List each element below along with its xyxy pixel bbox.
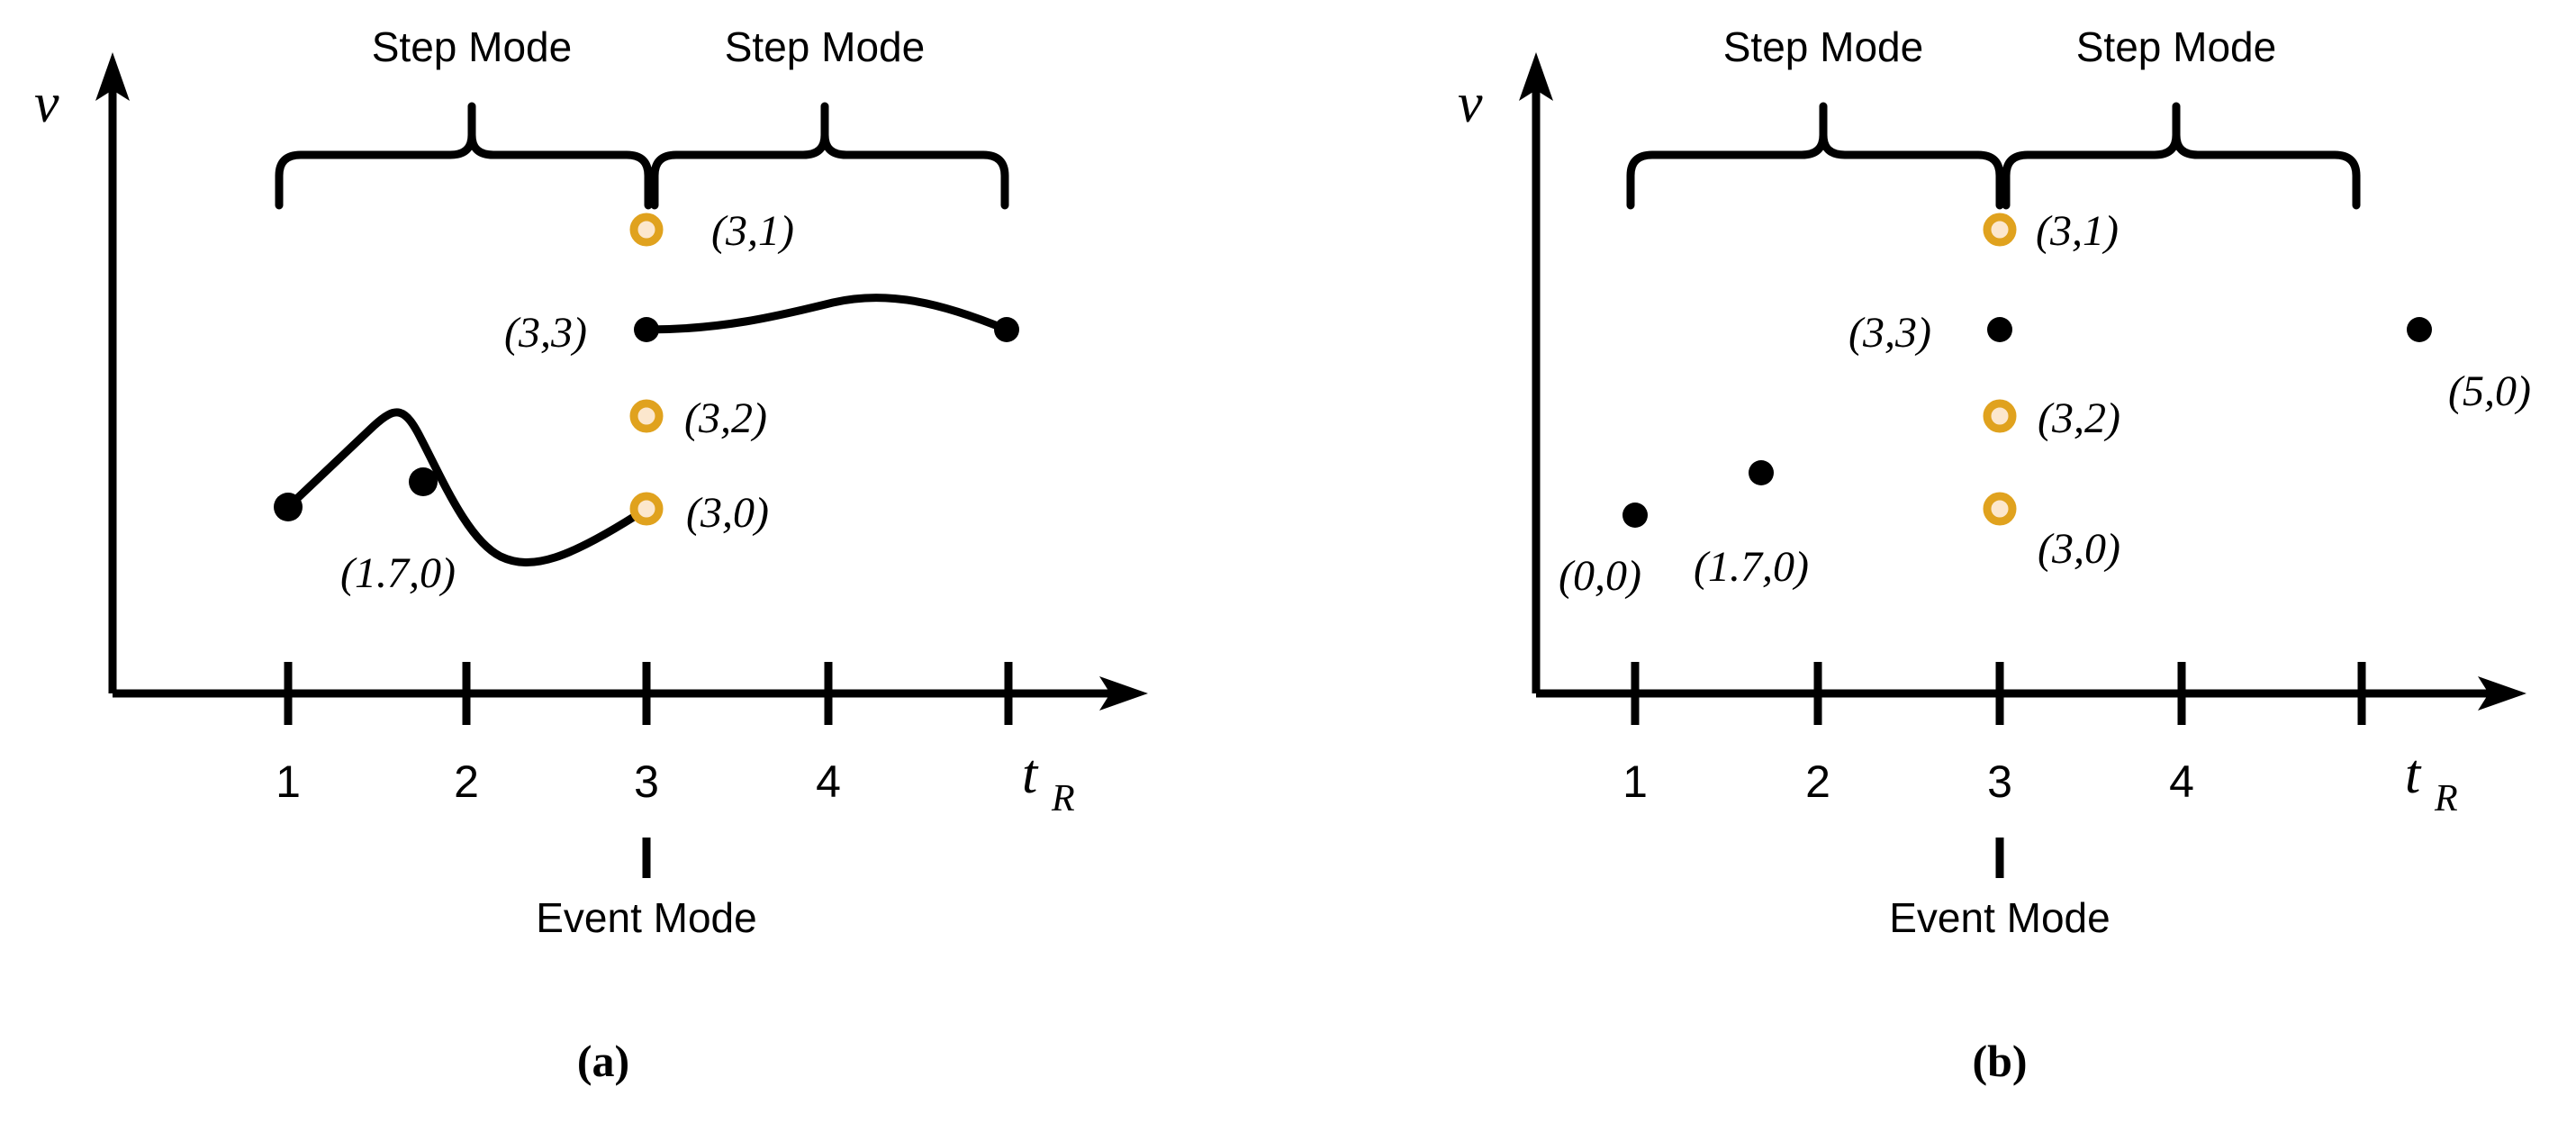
brace-right-b xyxy=(2002,102,2361,210)
event-point-3-1-label-b: (3,1) xyxy=(2036,207,2119,255)
x-tick-label-4-b: 4 xyxy=(2169,756,2194,807)
event-point-3-2-a[interactable] xyxy=(629,399,664,433)
x-tick-label-1-b: 1 xyxy=(1622,756,1648,807)
lower-curve-a xyxy=(274,408,651,566)
event-point-3-1-label-a: (3,1) xyxy=(711,207,794,255)
brace-left-b xyxy=(1626,102,2004,210)
panel-caption-b: (b) xyxy=(1972,1036,2027,1086)
x-tick-label-1-a: 1 xyxy=(276,756,301,807)
brace-left-a xyxy=(275,102,653,210)
event-mode-label-b: Event Mode xyxy=(1889,894,2110,941)
x-tick-label-3-b: 3 xyxy=(1987,756,2012,807)
x-tick-label-2-a: 2 xyxy=(454,756,479,807)
x-axis-sublabel-a: R xyxy=(1051,778,1075,820)
panel-caption-a: (a) xyxy=(577,1036,629,1086)
x-tick-label-3-a: 3 xyxy=(634,756,659,807)
y-axis-label-a: v xyxy=(34,73,59,134)
lower-curve-label-a: (1.7,0) xyxy=(340,549,456,597)
x-tick-label-4-a: 4 xyxy=(816,756,841,807)
x-axis-sublabel-b: R xyxy=(2434,778,2458,820)
x-tick-label-2-b: 2 xyxy=(1805,756,1830,807)
brace-right-label-b: Step Mode xyxy=(2076,23,2276,70)
lower-curve-mid-point-a xyxy=(409,467,438,496)
upper-curve-label-a: (3,3) xyxy=(504,309,587,357)
event-point-3-0-label-a: (3,0) xyxy=(686,489,769,537)
event-point-3-0-label-b: (3,0) xyxy=(2038,525,2120,573)
x-ticks-a xyxy=(284,662,1013,725)
upper-curve-a xyxy=(634,294,1019,342)
sample-point-1-7-0-b[interactable] xyxy=(1749,460,1774,485)
brace-right-a xyxy=(650,102,1009,210)
event-point-3-1-b[interactable] xyxy=(1983,213,2017,247)
panel-a: v t R 1 2 3 4 Step Mode Step Mode xyxy=(34,23,1148,1086)
brace-left-label-a: Step Mode xyxy=(372,23,572,70)
event-point-3-1-a[interactable] xyxy=(629,213,664,247)
sample-point-3-3-label-b: (3,3) xyxy=(1848,309,1931,357)
brace-right-label-a: Step Mode xyxy=(725,23,925,70)
sample-point-5-0-b[interactable] xyxy=(2407,317,2432,342)
event-point-3-2-label-b: (3,2) xyxy=(2038,394,2120,442)
event-point-3-0-b[interactable] xyxy=(1983,492,2017,526)
event-mode-label-a: Event Mode xyxy=(536,894,756,941)
panel-b: v t R 1 2 3 4 Step Mode Step Mode xyxy=(1458,23,2531,1086)
y-axis-a xyxy=(95,52,130,693)
x-ticks-b xyxy=(1631,662,2366,725)
x-axis-label-b: t xyxy=(2405,744,2422,805)
event-point-3-2-label-a: (3,2) xyxy=(684,394,767,442)
brace-left-label-b: Step Mode xyxy=(1723,23,1923,70)
event-point-3-2-b[interactable] xyxy=(1983,399,2017,433)
sample-point-0-0-label-b: (0,0) xyxy=(1559,552,1641,600)
sample-point-5-0-label-b: (5,0) xyxy=(2448,367,2531,415)
sample-point-3-3-b[interactable] xyxy=(1987,317,2012,342)
sample-point-0-0-b[interactable] xyxy=(1622,503,1648,528)
x-axis-b xyxy=(1536,676,2526,711)
upper-curve-end-point-a xyxy=(994,317,1019,342)
lower-curve-start-point-a xyxy=(274,493,303,521)
x-axis-label-a: t xyxy=(1022,744,1039,805)
event-point-3-0-a[interactable] xyxy=(629,492,664,526)
x-axis-a xyxy=(113,676,1148,711)
sample-point-1-7-0-label-b: (1.7,0) xyxy=(1694,543,1809,591)
upper-curve-start-point-a xyxy=(634,317,659,342)
y-axis-b xyxy=(1519,52,1553,693)
y-axis-label-b: v xyxy=(1458,73,1483,134)
